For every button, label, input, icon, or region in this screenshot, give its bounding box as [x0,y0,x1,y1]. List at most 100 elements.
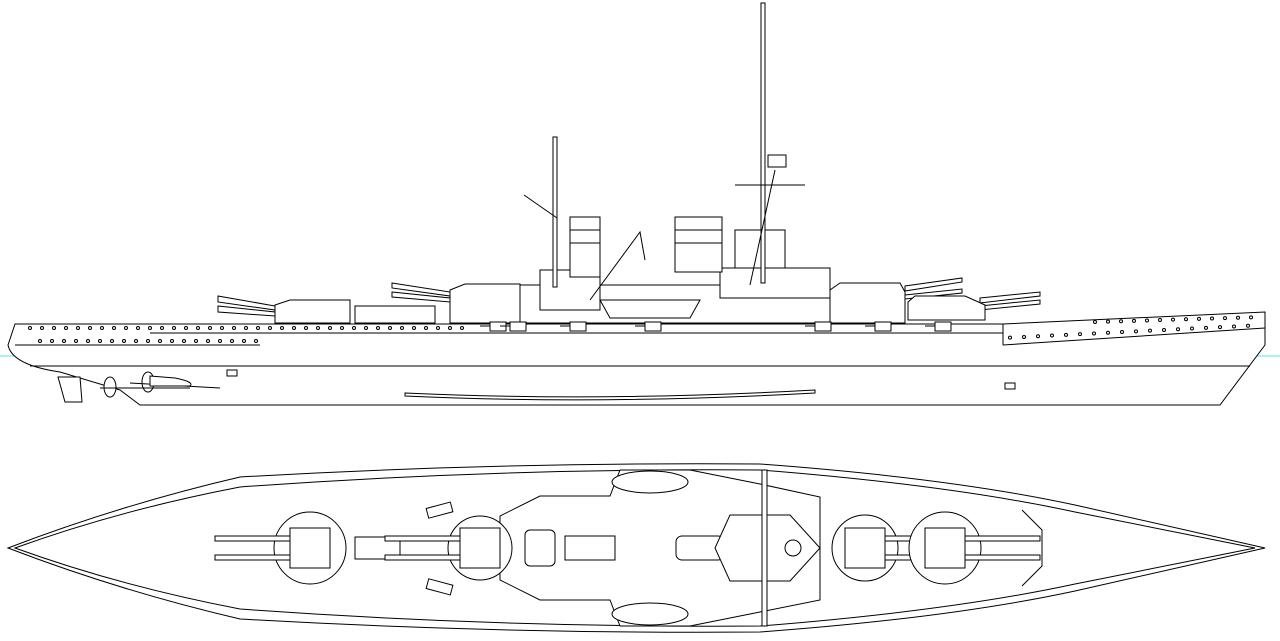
porthole [206,339,210,343]
bridge-wings [761,469,768,627]
porthole [1176,327,1180,332]
boat-port [611,470,689,494]
porthole [1022,334,1026,339]
porthole [328,326,332,330]
turret-d [217,295,351,324]
porthole [134,339,138,343]
plan-turret [214,511,347,585]
porthole [1162,327,1166,332]
breakwater [1021,509,1043,587]
porthole [412,326,416,330]
porthole [182,339,186,343]
porthole [232,326,236,330]
porthole [340,326,344,330]
porthole [1093,320,1097,324]
porthole [1210,316,1214,321]
porthole [376,326,380,330]
foremast-plan [784,539,802,557]
porthole [98,339,102,343]
foremast [735,2,805,286]
porthole [218,339,222,343]
porthole [172,326,176,330]
porthole [400,326,404,330]
porthole [1120,330,1124,335]
porthole [148,326,152,330]
porthole [268,326,272,330]
casemate-gun [569,321,587,332]
portholes [28,315,1253,343]
porthole [1050,333,1054,338]
fore-bridge [719,267,831,299]
porthole [1236,315,1240,320]
porthole [254,339,258,343]
porthole [244,326,248,330]
porthole [1078,332,1082,337]
fore-strake [1002,327,1266,346]
porthole [100,326,104,330]
plan-superstructure [499,469,821,627]
porthole [388,326,392,330]
propellers [100,371,221,398]
porthole [76,326,80,330]
porthole [448,326,452,330]
porthole [364,326,368,330]
porthole [1184,317,1188,322]
porthole [112,326,116,330]
main-mast [523,136,558,288]
aft-bridge-plan [524,529,556,567]
boat-deck [354,305,436,324]
porthole [1246,323,1250,328]
porthole [1232,324,1236,329]
porthole [160,326,164,330]
porthole [436,326,440,330]
porthole [1148,328,1152,333]
porthole [146,339,150,343]
porthole [158,339,162,343]
secondary-casemate-guns [480,321,952,332]
aft-deckhouse [354,536,401,560]
porthole [280,326,284,330]
plan-turrets [214,511,1041,585]
hull-fitting [226,369,238,377]
plan-turret [908,511,1041,585]
porthole [1092,331,1096,336]
porthole [1008,335,1012,340]
funnel-fore [674,216,723,273]
porthole [64,326,68,330]
plan-view [6,463,1266,633]
conning-tower [734,229,786,269]
deck-edge [13,469,1256,627]
porthole [28,326,32,330]
porthole [74,339,78,343]
porthole [110,339,114,343]
porthole [1197,316,1201,321]
porthole [184,326,188,330]
boat-starboard [611,602,689,626]
porthole [1106,319,1110,324]
porthole [1145,318,1149,323]
porthole [170,339,174,343]
porthole [256,326,260,330]
porthole [62,339,66,343]
porthole [424,326,428,330]
porthole [208,326,212,330]
porthole [230,339,234,343]
porthole [1134,329,1138,334]
porthole [136,326,140,330]
casemate-gun [874,321,892,332]
casemate-gun [934,321,952,332]
porthole [304,326,308,330]
bilge-keel [404,389,816,401]
porthole [1158,318,1162,323]
porthole [1204,325,1208,330]
turret-c [391,282,526,324]
casemate-gun [814,321,832,332]
porthole [460,326,464,330]
porthole [124,326,128,330]
skylight [564,535,616,561]
porthole [122,339,126,343]
porthole [1132,318,1136,323]
porthole [1064,332,1068,337]
porthole [220,326,224,330]
